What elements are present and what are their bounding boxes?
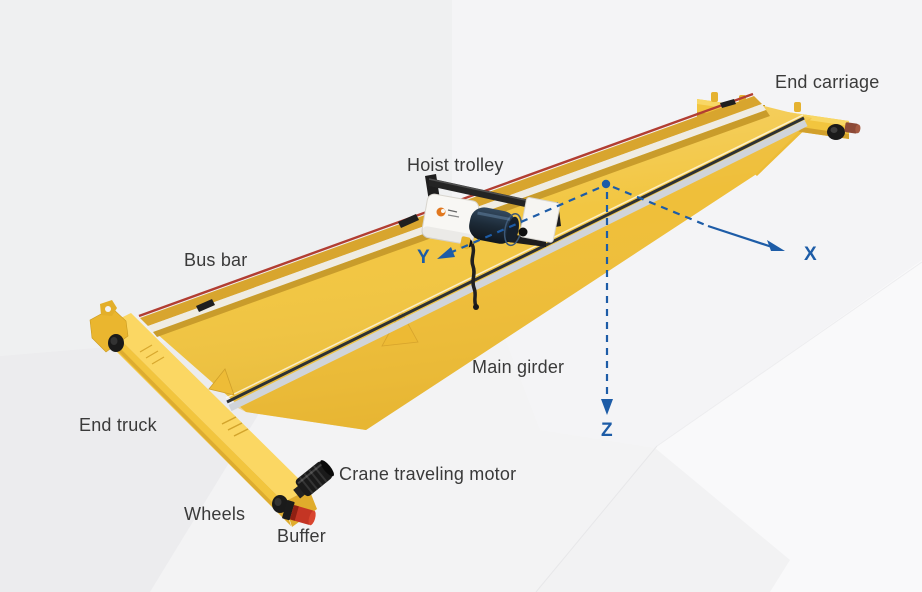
bus-bar-collector — [398, 214, 419, 228]
end-carriage-buffer — [844, 122, 861, 134]
hoist-trolley-shape — [421, 174, 561, 310]
label-bus-bar: Bus bar — [184, 250, 248, 270]
label-axis-x: X — [804, 244, 817, 265]
end-carriage-lug — [711, 92, 718, 102]
label-axis-y: Y — [417, 247, 430, 268]
trolley-wheel — [518, 227, 528, 237]
label-wheels: Wheels — [184, 504, 246, 524]
label-crane-traveling-motor: Crane traveling motor — [339, 464, 517, 484]
label-buffer: Buffer — [277, 526, 326, 546]
axis-y-line — [451, 186, 600, 254]
girder-gusset — [208, 368, 235, 396]
end-carriage-lug — [794, 102, 801, 112]
traveling-motor-shape — [295, 460, 334, 497]
axes-origin-dot — [601, 179, 611, 189]
axis-x-line — [612, 185, 709, 228]
label-end-carriage: End carriage — [775, 72, 880, 92]
label-axis-z: Z — [601, 420, 613, 441]
trolley-rail — [225, 114, 808, 412]
axis-x-arrowhead — [767, 240, 785, 251]
buffer-shape — [282, 500, 316, 526]
coordinate-axes — [437, 179, 785, 415]
hoist-chain — [470, 243, 478, 307]
axis-z-arrowhead — [601, 399, 613, 415]
bus-bar-collector — [720, 99, 736, 108]
label-main-girder: Main girder — [472, 357, 565, 377]
label-end-truck: End truck — [79, 415, 157, 435]
bus-bar-collector — [196, 299, 215, 312]
label-hoist-trolley: Hoist trolley — [407, 155, 504, 175]
axis-y-arrowhead — [437, 247, 455, 259]
end-truck-shape — [89, 300, 334, 527]
